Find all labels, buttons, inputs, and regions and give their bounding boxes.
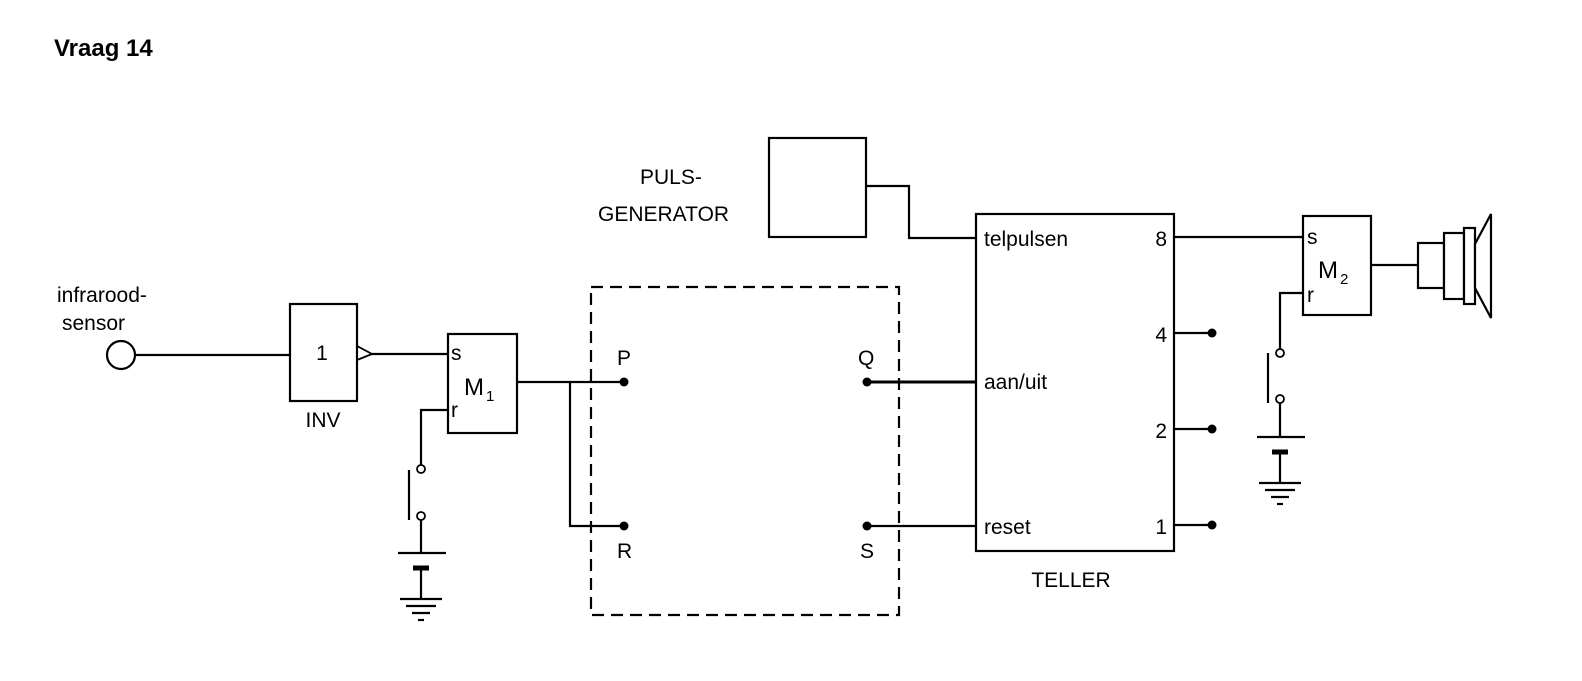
inverter-box <box>288 302 359 403</box>
switch-contact-icon <box>416 464 426 474</box>
counter-input-reset: reset <box>984 516 1031 539</box>
output-pin-2 <box>1174 424 1217 434</box>
processing-box: P R Q S <box>589 285 901 617</box>
counter: telpulsen aan/uit reset 8 4 2 1 TELLER <box>974 212 1176 592</box>
m2-reset-switch <box>1266 291 1303 437</box>
sensor-circle-icon <box>105 339 137 371</box>
m1-box <box>446 332 519 435</box>
question-title: Vraag 14 <box>54 35 153 62</box>
counter-input-count: telpulsen <box>984 228 1068 251</box>
output-pin-4 <box>1174 328 1217 338</box>
inverter-label: INV <box>305 409 340 432</box>
inverter-output-icon <box>356 345 375 361</box>
processing-box-outline <box>589 285 901 617</box>
pulse-generator: PULS- GENERATOR <box>598 136 868 239</box>
m2-set-label: s <box>1307 226 1318 249</box>
counter-name: TELLER <box>1031 569 1110 592</box>
terminal-p-label: P <box>617 347 631 370</box>
pulse-generator-label-line1: PULS- <box>640 166 702 189</box>
m1-battery-icon <box>398 551 446 598</box>
m1-name: M <box>464 374 484 401</box>
wire-m1-to-r <box>568 382 624 528</box>
terminal-r-label: R <box>617 540 632 563</box>
inverter-symbol: 1 <box>316 342 328 365</box>
terminal-r <box>619 521 629 531</box>
m1-set-label: s <box>451 342 462 365</box>
counter-output-1: 1 <box>1155 516 1167 539</box>
switch-contact-icon <box>1275 394 1285 404</box>
m2-reset-label: r <box>1307 284 1314 307</box>
memory-cell-m2: s r M 2 <box>1301 214 1373 317</box>
pulse-generator-box <box>767 136 868 239</box>
pulse-generator-label-line2: GENERATOR <box>598 203 729 226</box>
m1-reset-switch <box>407 408 448 553</box>
counter-output-2: 2 <box>1155 420 1167 443</box>
m2-subscript: 2 <box>1340 271 1348 288</box>
counter-box <box>974 212 1176 553</box>
memory-cell-m1: s r M 1 <box>446 332 519 435</box>
terminal-p <box>619 377 629 387</box>
switch-contact-icon <box>1275 348 1285 358</box>
wire-pulse-to-counter <box>866 184 976 240</box>
m2-name: M <box>1318 257 1338 284</box>
sensor-label-line2: sensor <box>62 312 125 335</box>
terminal-s-label: S <box>860 540 874 563</box>
counter-output-8: 8 <box>1155 228 1167 251</box>
sensor-label-line1: infrarood- <box>57 284 147 307</box>
m1-ground-icon <box>400 597 442 622</box>
inverter: 1 INV <box>288 302 375 432</box>
counter-input-enable: aan/uit <box>984 371 1047 394</box>
counter-output-4: 4 <box>1155 324 1167 347</box>
loudspeaker-icon <box>1416 213 1493 319</box>
infrared-sensor: infrarood- sensor <box>57 284 147 371</box>
switch-contact-icon <box>416 511 426 521</box>
m1-subscript: 1 <box>486 388 494 405</box>
m2-battery-icon <box>1257 435 1305 482</box>
output-pin-1 <box>1174 520 1217 530</box>
m2-ground-icon <box>1259 481 1301 506</box>
terminal-q-label: Q <box>858 347 874 370</box>
m1-reset-label: r <box>451 399 458 422</box>
